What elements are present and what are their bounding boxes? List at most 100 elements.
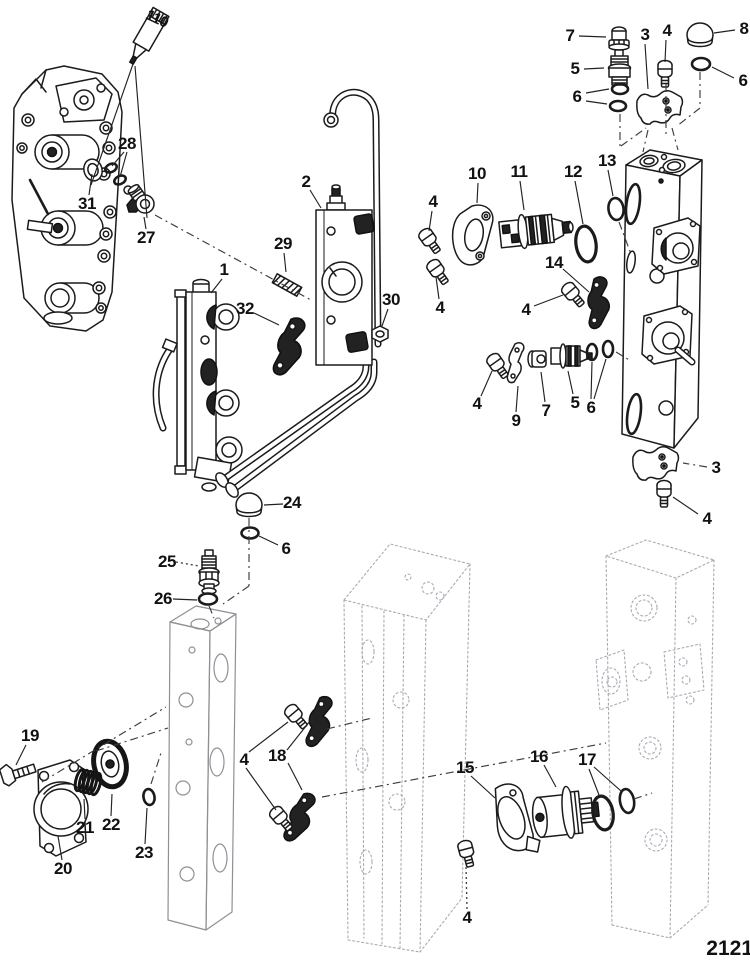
- fuel-hose: [323, 88, 382, 348]
- ghost-manifold-right: [595, 539, 715, 939]
- cap-24: [235, 492, 263, 518]
- callout-label-3-29: 3: [711, 458, 721, 477]
- callout-label-26-34: 26: [154, 589, 172, 608]
- regulator-16: [531, 785, 600, 839]
- retaining-clamp-32: [271, 314, 307, 379]
- o-ring-23: [142, 787, 156, 807]
- retaining-clamp-18b: [282, 789, 318, 846]
- callout-label-4-45: 4: [462, 908, 472, 927]
- retaining-clamp-18a: [304, 694, 334, 749]
- callout-label-28-1: 28: [118, 134, 136, 153]
- callout-label-9-25: 9: [511, 411, 521, 430]
- callout-label-13-13: 13: [598, 151, 616, 170]
- pressure-regulator-upper: [651, 217, 701, 275]
- callout-label-17-44: 17: [578, 750, 596, 769]
- bolt-4: [456, 838, 478, 869]
- elbow-fitting: [126, 183, 155, 214]
- o-ring-13: [607, 196, 625, 222]
- bolt-4: [416, 225, 445, 257]
- callout-label-20-36: 20: [54, 859, 72, 878]
- callout-label-6-28: 6: [586, 398, 596, 417]
- callout-label-14-21: 14: [545, 253, 563, 272]
- o-ring-6: [608, 99, 628, 113]
- callout-label-25-33: 25: [158, 552, 176, 571]
- bolt-4: [656, 479, 672, 508]
- callout-label-18-41: 18: [268, 746, 286, 765]
- o-ring-6: [240, 526, 260, 540]
- cap-8: [686, 22, 714, 48]
- callout-label-4-24: 4: [472, 394, 482, 413]
- page-number: 2121: [706, 937, 750, 960]
- callout-label-4-40: 4: [239, 750, 249, 769]
- bracket-9: [506, 341, 525, 384]
- callout-label-23-39: 23: [135, 843, 153, 862]
- callout-label-19-35: 19: [21, 726, 39, 745]
- callout-label-5-27: 5: [570, 393, 580, 412]
- callout-label-11-11: 11: [510, 162, 528, 181]
- bolt-4: [657, 59, 673, 88]
- o-ring-17: [591, 794, 615, 832]
- callout-label-4-9: 4: [428, 192, 438, 211]
- fuel-injector: [498, 213, 574, 250]
- o-ring-12: [574, 224, 598, 264]
- fuel-rail-left: [152, 278, 243, 492]
- callout-label-6-16: 6: [572, 87, 582, 106]
- callout-label-3-17: 3: [640, 25, 650, 44]
- callout-label-7-26: 7: [541, 401, 551, 420]
- callout-label-8-19: 8: [739, 19, 749, 38]
- injector-retainer: [451, 204, 494, 266]
- callout-label-12-12: 12: [564, 162, 582, 181]
- callout-label-4-22: 4: [521, 300, 531, 319]
- o-ring-6: [610, 82, 630, 96]
- callout-label-7-14: 7: [565, 26, 575, 45]
- callout-label-30-8: 30: [382, 290, 400, 309]
- regulator-cover-20: [33, 759, 89, 857]
- callout-label-5-15: 5: [570, 59, 580, 78]
- callout-label-2-5: 2: [301, 172, 311, 191]
- callout-label-4-23: 4: [435, 298, 445, 317]
- mounting-bracket-3: [632, 445, 680, 481]
- mounting-bracket-3: [636, 89, 684, 125]
- callout-label-21-37: 21: [76, 818, 94, 837]
- callout-label-6-20: 6: [738, 71, 748, 90]
- sensor-fitting-5-top: [607, 49, 632, 86]
- callout-label-1-4: 1: [219, 260, 229, 279]
- callout-label-10-10: 10: [468, 164, 486, 183]
- callout-label-31-2: 31: [78, 194, 96, 213]
- manifold-block-right: [621, 149, 703, 449]
- callout-label-15-42: 15: [456, 758, 474, 777]
- sealant-tube: [129, 6, 170, 65]
- fuel-rail-right: [315, 184, 375, 366]
- manifold-block-lower-left: [167, 605, 237, 931]
- plug-fitting-7-top: [608, 26, 630, 51]
- bolt-4: [281, 701, 312, 733]
- callout-label-16-43: 16: [530, 747, 548, 766]
- pressure-regulator-lower: [641, 305, 696, 366]
- o-ring-6: [601, 339, 615, 359]
- o-ring-17: [618, 787, 636, 815]
- o-ring-6: [585, 342, 599, 362]
- fuel-tubes: [215, 352, 378, 498]
- ghost-manifold-center: [343, 543, 471, 953]
- callout-label-24-31: 24: [283, 493, 301, 512]
- callout-label-4-30: 4: [702, 509, 712, 528]
- callout-label-4-18: 4: [662, 21, 672, 40]
- sensor-5-mid: [550, 343, 593, 369]
- callout-label-6-32: 6: [281, 539, 291, 558]
- nut: [371, 325, 389, 343]
- hex-bolt-19: [0, 763, 37, 787]
- callout-label-22-38: 22: [102, 815, 120, 834]
- spring: [271, 273, 303, 297]
- fuel-pump-assembly: [11, 65, 123, 332]
- o-ring-6: [690, 56, 712, 72]
- callout-label-32-7: 32: [236, 299, 254, 318]
- o-ring-26: [197, 592, 219, 606]
- callout-label-29-6: 29: [274, 234, 292, 253]
- retaining-clamp-14: [583, 275, 613, 330]
- bolt-4: [424, 256, 453, 288]
- plug-fitting-7-mid: [527, 350, 547, 368]
- callout-label-27-3: 27: [137, 228, 155, 247]
- bolt-4: [558, 279, 589, 311]
